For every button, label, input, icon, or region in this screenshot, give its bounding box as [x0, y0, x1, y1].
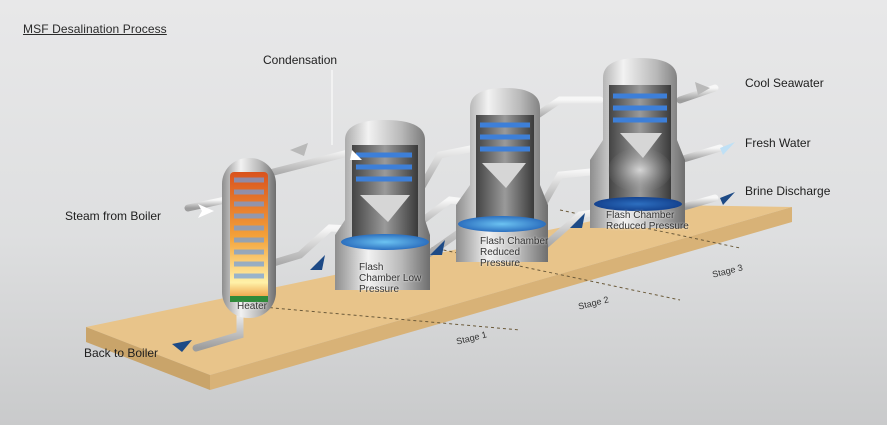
chamber-1-line-2: Chamber Low	[359, 273, 422, 284]
label-back-to-boiler: Back to Boiler	[84, 346, 159, 360]
chamber-3-line-1: Flash Chamber	[606, 210, 675, 221]
label-chamber-1: Flash Chamber Low Pressure	[359, 262, 421, 295]
chamber-1-line-1: Flash	[359, 262, 384, 273]
steam-in-arrow	[198, 204, 214, 218]
flash-chamber-3	[590, 58, 685, 228]
label-fresh-water: Fresh Water	[745, 136, 811, 150]
label-brine-discharge: Brine Discharge	[745, 184, 831, 198]
diagram-title: MSF Desalination Process	[23, 22, 167, 36]
label-heater: Heater	[237, 301, 268, 312]
label-chamber-2: Flash Chamber Reduced Pressure	[480, 236, 548, 269]
chamber-1-line-3: Pressure	[359, 284, 400, 295]
steam-out-arrow	[290, 143, 308, 156]
label-condensation: Condensation	[263, 53, 338, 67]
back-to-boiler-arrow	[172, 340, 192, 352]
label-steam-from-boiler: Steam from Boiler	[65, 209, 162, 223]
heater-vessel	[222, 158, 276, 318]
chamber-3-line-2: Reduced Pressure	[606, 221, 689, 232]
seawater-arrow	[695, 82, 710, 95]
flow-arrows	[172, 70, 735, 352]
stage-divider-1	[239, 304, 521, 331]
fresh-water-arrow	[720, 142, 735, 155]
label-chamber-3: Flash Chamber Reduced Pressure	[606, 210, 689, 232]
brine-arrow	[720, 192, 735, 205]
label-cool-seawater: Cool Seawater	[745, 76, 824, 90]
chamber-2-line-2: Reduced	[480, 247, 521, 258]
chamber-2-line-3: Pressure	[480, 258, 521, 269]
flash-chamber-1	[335, 120, 430, 290]
chamber-2-line-1: Flash Chamber	[480, 236, 549, 247]
platform	[86, 205, 792, 390]
flash-chamber-2	[456, 88, 548, 262]
